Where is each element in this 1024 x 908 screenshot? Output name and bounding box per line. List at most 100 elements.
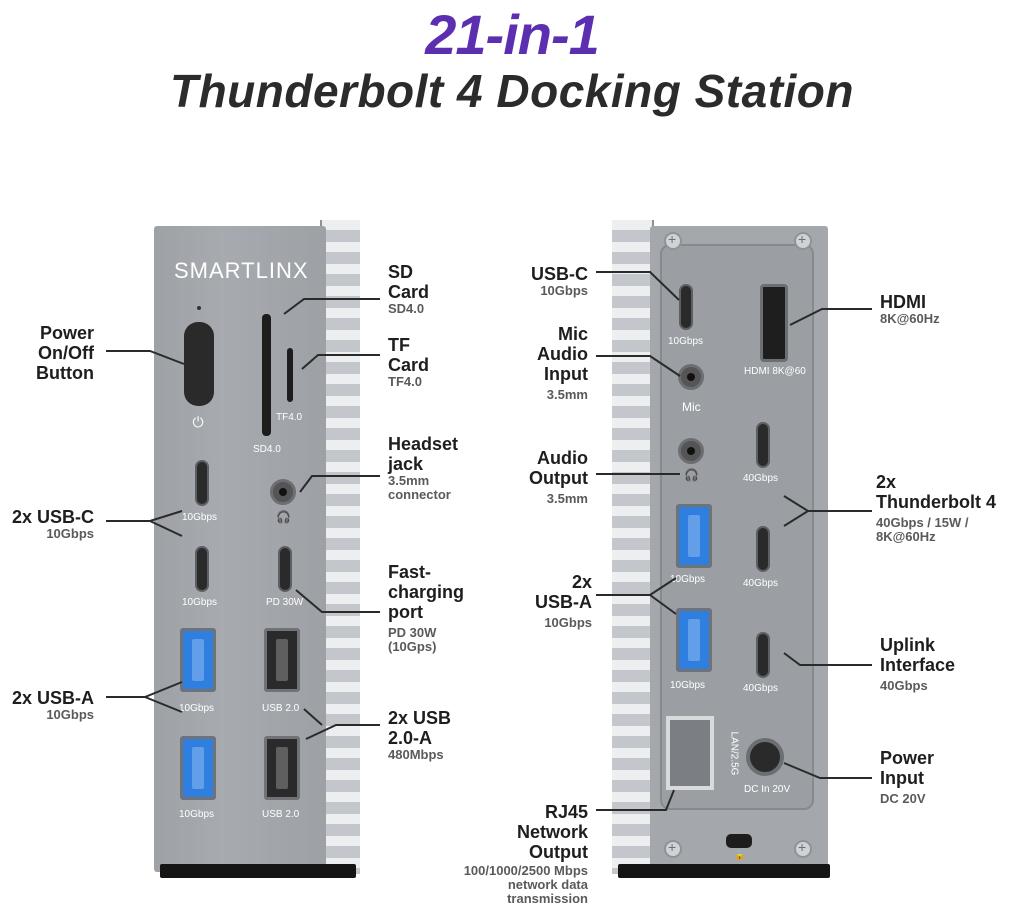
callout-title: TF	[388, 335, 410, 355]
front-usbc-port-1[interactable]	[195, 460, 209, 506]
usb2-callout: 2x USB 2.0-A 480Mbps	[388, 708, 451, 762]
headphone-icon: 🎧	[276, 510, 291, 524]
callout-sub: 40Gbps / 15W /	[876, 515, 969, 530]
screw-icon	[664, 231, 682, 250]
callout-sub: 3.5mm	[388, 473, 430, 488]
callout-title: Thunderbolt 4	[876, 492, 996, 512]
front-usba-1-label: 10Gbps	[179, 703, 215, 714]
callout-title: 2x	[876, 472, 897, 492]
callout-title: Input	[880, 768, 924, 788]
callout-title: 2x USB	[388, 708, 452, 728]
callout-title: Output	[529, 842, 588, 862]
dc-label: DC In 20V	[744, 784, 791, 795]
front-usba-2-label: 10Gbps	[179, 809, 215, 820]
back-usba-port-2[interactable]	[676, 608, 712, 672]
callout-sub: SD4.0	[388, 301, 425, 316]
front-usbc-2-label: 10Gbps	[182, 597, 218, 608]
back-usba-2-label: 10Gbps	[670, 680, 706, 691]
callout-sub: 10Gbps	[540, 283, 588, 298]
front-base-foot	[160, 864, 356, 878]
callout-sub: 480Mbps	[388, 747, 444, 762]
lock-slot[interactable]	[726, 834, 752, 848]
callout-sub: 10Gbps	[544, 615, 592, 630]
callout-title: HDMI	[880, 292, 926, 312]
callout-title: 2x	[571, 572, 592, 592]
thunderbolt-port-1[interactable]	[756, 422, 770, 468]
callout-title: Audio	[537, 448, 588, 468]
audio-out-jack[interactable]	[678, 438, 704, 464]
callout-sub: 3.5mm	[546, 387, 588, 402]
mic-callout: Mic Audio Input 3.5mm	[480, 324, 588, 402]
callout-title: RJ45	[544, 802, 588, 822]
callout-line: Button	[36, 363, 94, 383]
callout-title: Interface	[880, 655, 956, 675]
callout-sub: connector	[388, 487, 451, 502]
callout-sub: PD 30W	[388, 625, 437, 640]
pd-usbc-port[interactable]	[278, 546, 292, 592]
front-usba-callout: 2x USB-A 10Gbps	[0, 688, 94, 722]
back-usba-port-1[interactable]	[676, 504, 712, 568]
headset-jack[interactable]	[270, 479, 296, 505]
callout-sub: (10Gps)	[388, 639, 437, 654]
tb1-label: 40Gbps	[743, 473, 779, 484]
pd-label: PD 30W	[266, 597, 304, 608]
callout-sub: network data	[507, 877, 588, 892]
callout-title: Fast-	[388, 562, 432, 582]
sd-card-slot[interactable]	[262, 314, 271, 436]
callout-title: 2x USB-A	[11, 688, 94, 708]
power-button[interactable]	[184, 322, 214, 406]
power-icon: ⏻	[192, 414, 204, 430]
callout-title: Input	[544, 364, 588, 384]
callout-title: Audio	[537, 344, 588, 364]
headline-accent: 21-in-1	[425, 3, 600, 66]
front-usbc-callout: 2x USB-C 10Gbps	[0, 507, 94, 541]
sd-label: SD4.0	[253, 444, 281, 455]
mic-label: Mic	[682, 400, 701, 414]
callout-title: Output	[529, 468, 588, 488]
mic-jack[interactable]	[678, 364, 704, 390]
back-usba-1-label: 10Gbps	[670, 574, 706, 585]
uplink-label: 40Gbps	[743, 683, 779, 694]
callout-sub: DC 20V	[880, 791, 926, 806]
dc-power-jack[interactable]	[746, 738, 784, 776]
callout-title: Uplink	[880, 635, 936, 655]
callout-sub: 40Gbps	[880, 678, 928, 693]
thunderbolt-callout: 2x Thunderbolt 4 40Gbps / 15W / 8K@60Hz	[876, 472, 996, 544]
usb2-port-2[interactable]	[264, 736, 300, 800]
usb2-port-1[interactable]	[264, 628, 300, 692]
screw-icon	[794, 231, 812, 250]
rj45-port[interactable]	[666, 716, 714, 790]
power-button-callout: Power On/Off Button	[0, 323, 94, 383]
back-usbc-port[interactable]	[679, 284, 693, 330]
callout-title: Network	[516, 822, 588, 842]
callout-title: 2.0-A	[388, 728, 433, 748]
callout-title: USB-A	[535, 592, 592, 612]
callout-title: jack	[388, 454, 424, 474]
headset-callout: Headset jack 3.5mm connector	[388, 434, 458, 502]
thunderbolt-port-2[interactable]	[756, 526, 770, 572]
uplink-port[interactable]	[756, 632, 770, 678]
callout-line: On/Off	[38, 343, 94, 363]
back-base-foot	[618, 864, 830, 878]
callout-title: SD	[388, 262, 414, 282]
back-usba-callout: 2x USB-A 10Gbps	[480, 572, 592, 630]
callout-sub: 8K@60Hz	[880, 311, 940, 326]
callout-title: port	[388, 602, 423, 622]
callout-title: charging	[388, 582, 465, 602]
callout-title: Mic	[557, 324, 588, 344]
front-usba-port-1[interactable]	[180, 628, 216, 692]
tb2-label: 40Gbps	[743, 578, 779, 589]
front-usba-port-2[interactable]	[180, 736, 216, 800]
hdmi-port[interactable]	[760, 284, 788, 362]
front-usbc-port-2[interactable]	[195, 546, 209, 592]
hdmi-callout: HDMI 8K@60Hz	[880, 292, 940, 326]
lock-icon: 🔒	[734, 850, 746, 860]
power-input-callout: Power Input DC 20V	[880, 748, 934, 806]
callout-sub: transmission	[507, 891, 588, 906]
tf-label: TF4.0	[276, 412, 303, 423]
callout-title: Headset	[388, 434, 459, 454]
tf-card-callout: TF Card TF4.0	[388, 335, 429, 389]
headline-title: Thunderbolt 4 Docking Station	[169, 65, 855, 117]
front-usbc-1-label: 10Gbps	[182, 512, 218, 523]
tf-card-slot[interactable]	[287, 348, 293, 402]
